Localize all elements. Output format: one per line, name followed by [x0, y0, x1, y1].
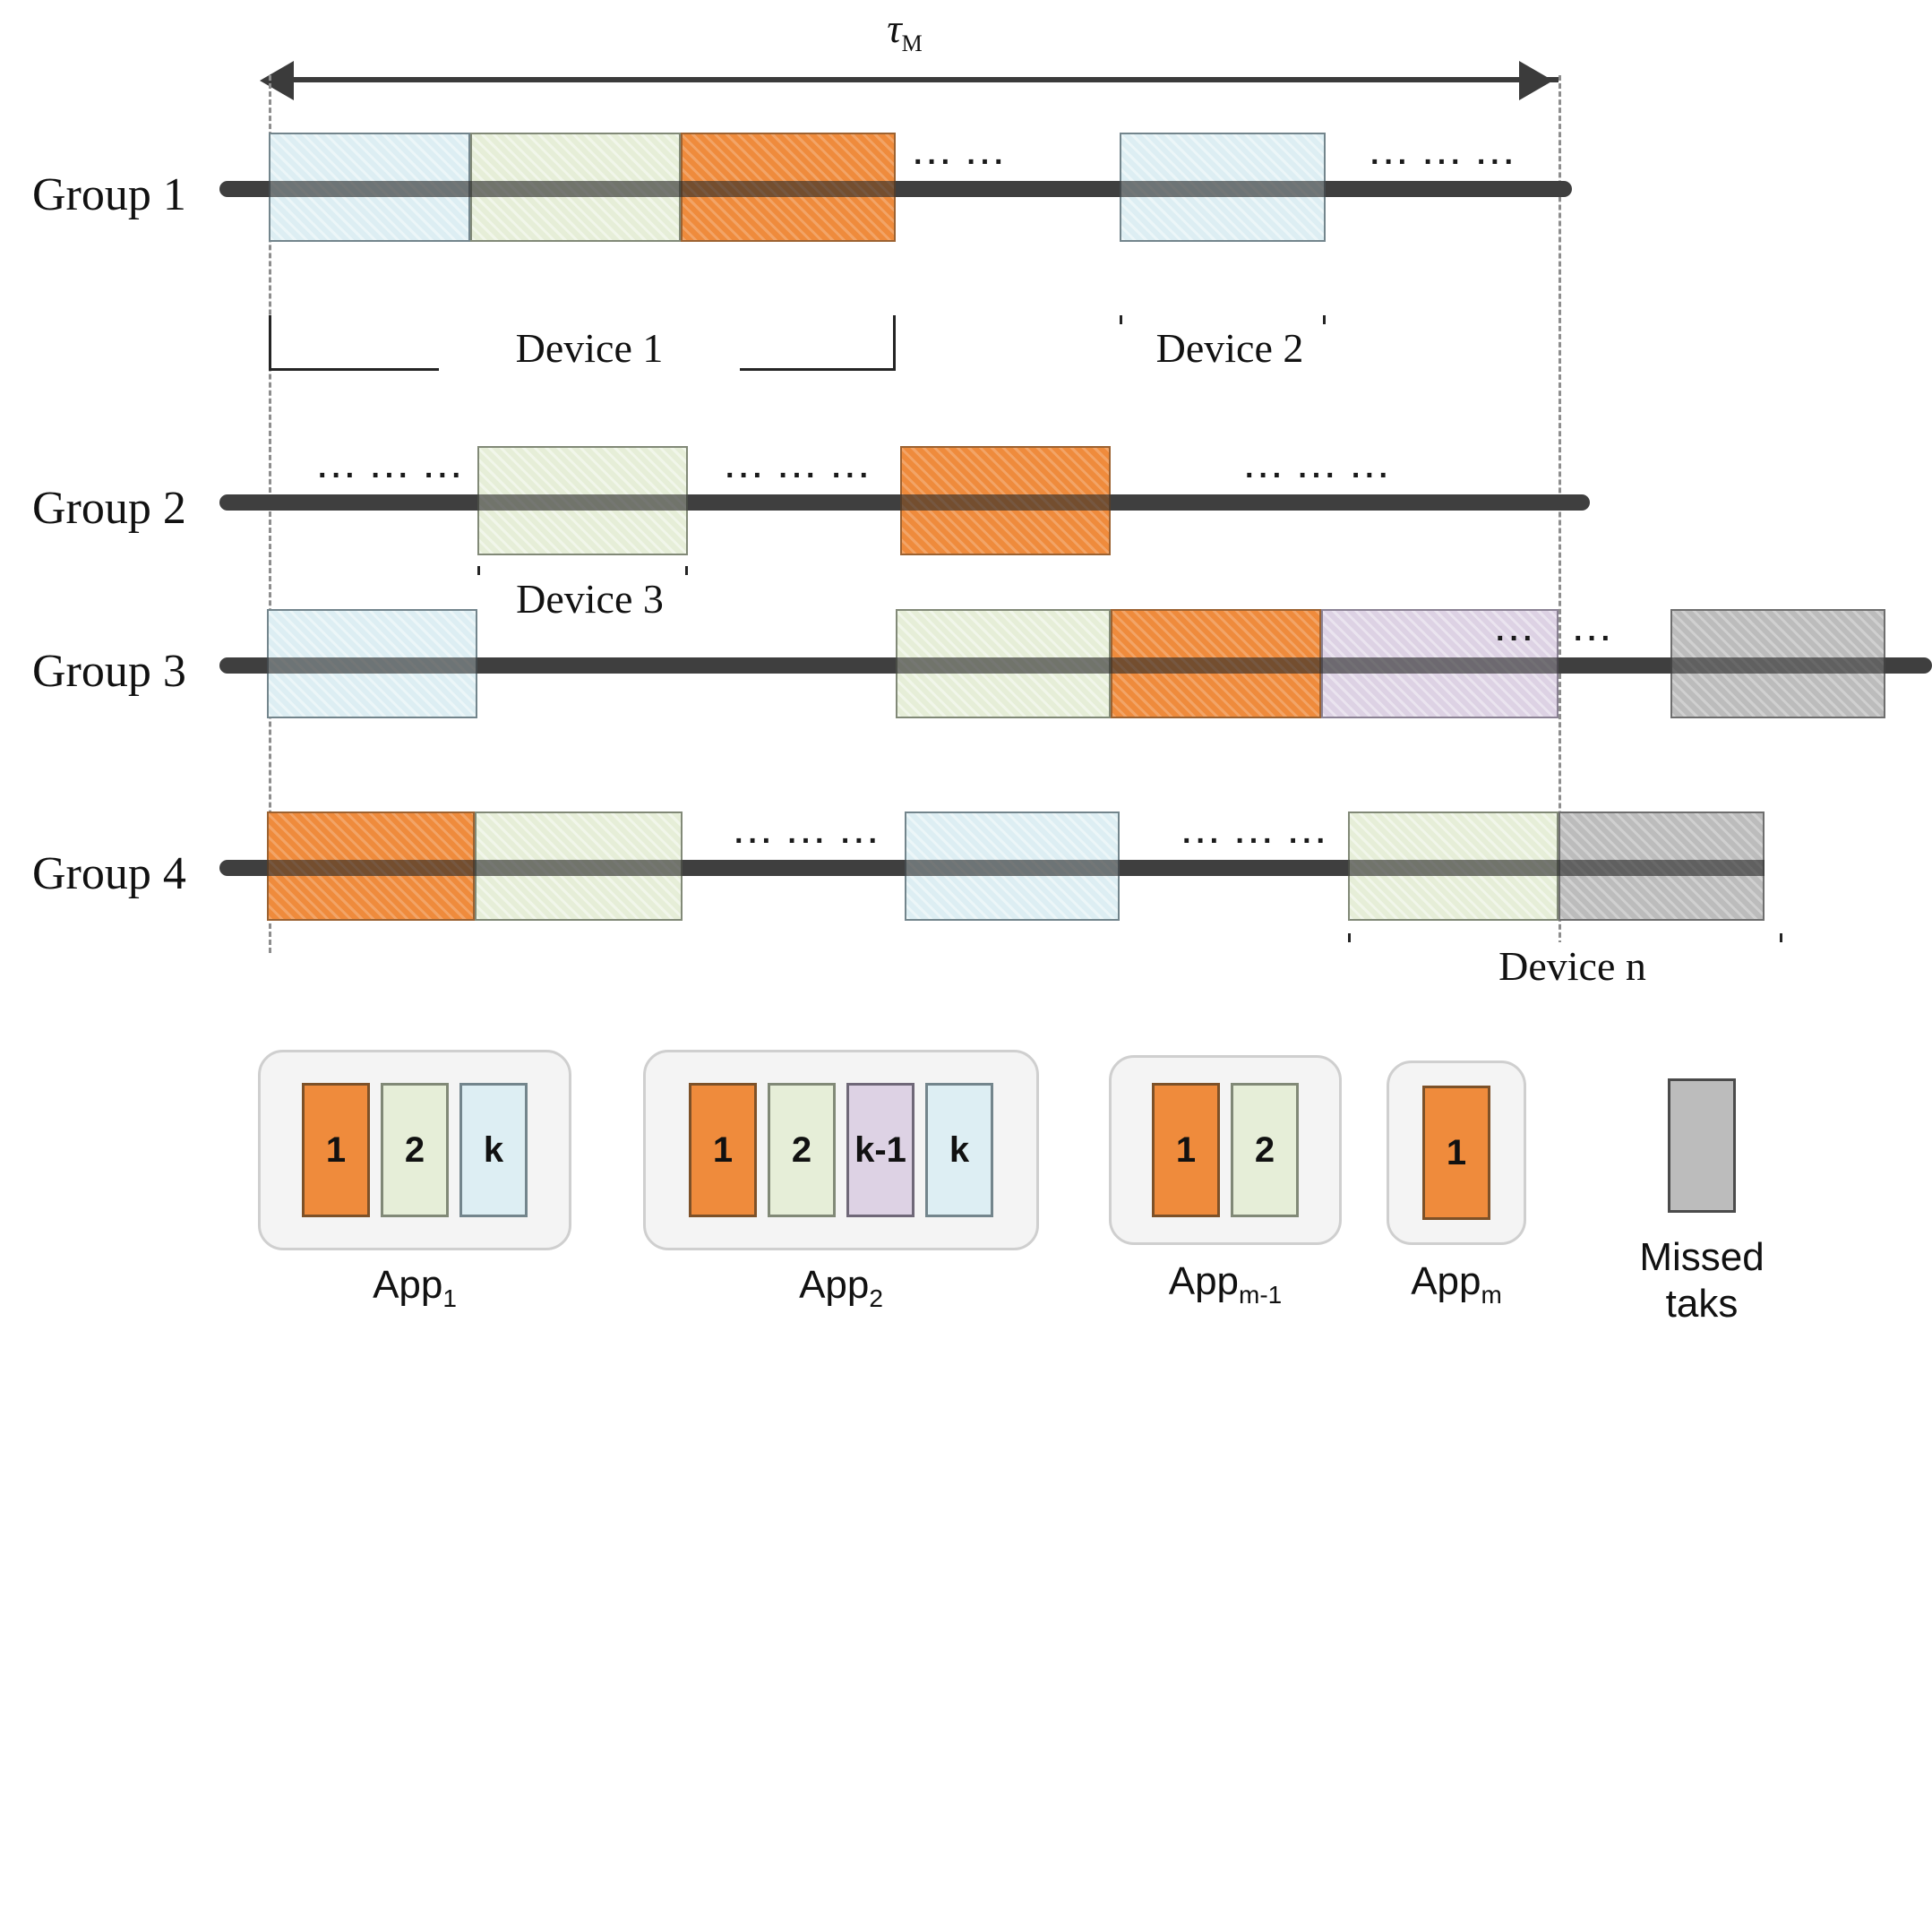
rail-overlay: [477, 494, 688, 511]
missed-task-caption: Missed taks: [1603, 1234, 1800, 1327]
rail-overlay: [896, 657, 1558, 674]
ellipsis: ··· ··· ···: [1370, 145, 1518, 179]
app-task[interactable]: 1: [689, 1083, 757, 1217]
app-task[interactable]: 1: [1152, 1083, 1220, 1217]
group-row-2: Group 2 ··· ··· ··· ··· ··· ··· ··· ··· …: [0, 439, 1932, 582]
app-card-4[interactable]: 1: [1387, 1060, 1526, 1245]
ellipsis: ··· ··· ···: [726, 459, 873, 493]
ellipsis: ··· ··· ···: [318, 459, 466, 493]
app-caption-3: Appm-1: [1109, 1259, 1342, 1309]
app-name: App: [799, 1263, 870, 1307]
app-caption-4: Appm: [1387, 1259, 1526, 1309]
app-name: App: [373, 1263, 443, 1307]
period-end-guide: [1558, 75, 1561, 962]
rail-overlay: [267, 657, 477, 674]
group-row-1: Group 1 ··· ··· ··· ··· ···: [0, 125, 1932, 269]
app-subscript: 1: [442, 1284, 457, 1312]
app-task[interactable]: 1: [1422, 1086, 1490, 1220]
group-row-3: Group 3 ··· ···: [0, 555, 1932, 718]
ellipsis: ···: [1574, 622, 1615, 656]
ellipsis: ··· ··· ···: [1245, 459, 1393, 493]
app-subscript: m: [1481, 1280, 1502, 1309]
group-row-4: Group 4 ··· ··· ··· ··· ··· ···: [0, 761, 1932, 921]
app-caption-1: App1: [258, 1263, 571, 1313]
app-task[interactable]: 2: [381, 1083, 449, 1217]
legend: 1 2 k App1 1 2 k-1 k App2 1 2 Appm-1 1 A…: [0, 1039, 1932, 1342]
device-bracket-label-3: Device 3: [477, 575, 702, 623]
period-label: τM: [833, 4, 976, 57]
rail-overlay: [1348, 860, 1765, 876]
rail-overlay: [1120, 181, 1326, 197]
device-bracket-label-1: Device 1: [439, 324, 740, 372]
missed-task-line-1: Missed: [1639, 1235, 1765, 1279]
app-caption-2: App2: [643, 1263, 1039, 1313]
group-label-4: Group 4: [32, 848, 186, 899]
period-start-guide: [269, 75, 271, 953]
ellipsis: ··· ··· ···: [1182, 824, 1330, 858]
ellipsis: ···: [1496, 622, 1537, 656]
arrow-right-icon: [1519, 61, 1553, 100]
app-task[interactable]: 2: [768, 1083, 836, 1217]
period-symbol: τ: [887, 5, 902, 51]
app-card-3[interactable]: 1 2: [1109, 1055, 1342, 1245]
app-name: App: [1168, 1259, 1240, 1303]
rail-overlay: [905, 860, 1120, 876]
period-subscript: M: [901, 30, 923, 57]
app-card-2[interactable]: 1 2 k-1 k: [643, 1050, 1039, 1250]
app-subscript: 2: [869, 1284, 883, 1312]
period-axis-line: [269, 77, 1558, 82]
app-task[interactable]: k: [925, 1083, 993, 1217]
app-subscript: m-1: [1239, 1280, 1283, 1309]
arrow-left-icon: [260, 61, 294, 100]
ellipsis: ··· ··· ···: [734, 824, 882, 858]
app-task[interactable]: k: [459, 1083, 528, 1217]
rail-overlay: [900, 494, 1111, 511]
group-label-2: Group 2: [32, 483, 186, 534]
app-task[interactable]: k-1: [846, 1083, 914, 1217]
app-name: App: [1411, 1259, 1481, 1303]
app-task[interactable]: 1: [302, 1083, 370, 1217]
group-label-3: Group 3: [32, 646, 186, 697]
device-bracket-label-4: Device n: [1348, 942, 1797, 990]
missed-task-line-2: taks: [1665, 1281, 1739, 1326]
app-card-1[interactable]: 1 2 k: [258, 1050, 571, 1250]
rail-overlay: [269, 181, 896, 197]
ellipsis: ··· ···: [914, 145, 1009, 179]
group-label-1: Group 1: [32, 169, 186, 220]
device-bracket-label-2: Device 2: [1120, 324, 1340, 372]
missed-task-swatch: [1668, 1078, 1736, 1213]
rail-overlay: [267, 860, 683, 876]
app-task[interactable]: 2: [1231, 1083, 1299, 1217]
rail-overlay: [1670, 657, 1885, 674]
